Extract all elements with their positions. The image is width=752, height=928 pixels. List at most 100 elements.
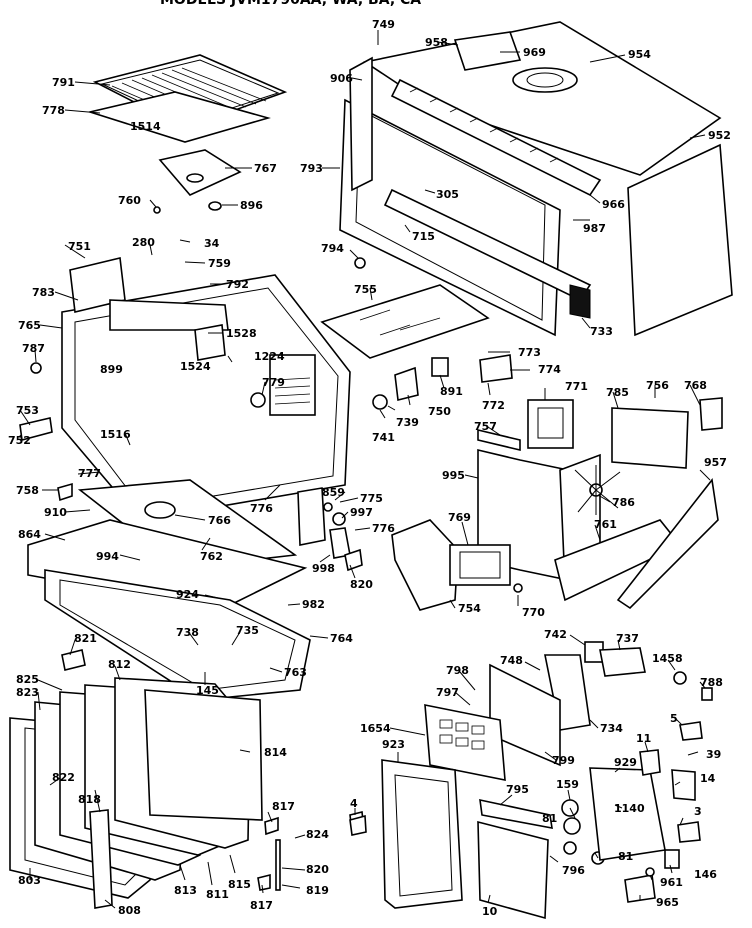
callout-798: 798	[446, 664, 469, 677]
callout-762: 762	[200, 550, 223, 563]
callout-793: 793	[300, 162, 323, 175]
callout-794: 794	[321, 242, 344, 255]
callout-305: 305	[436, 188, 459, 201]
door-group	[9, 649, 365, 909]
callout-906: 906	[330, 72, 353, 85]
callout-750: 750	[428, 405, 451, 418]
callout-755: 755	[354, 283, 377, 296]
callout-891: 891	[440, 385, 463, 398]
callout-787: 787	[22, 342, 45, 355]
callout-14: 14	[700, 772, 716, 785]
callout-820b: 820	[306, 863, 329, 876]
callout-739: 739	[396, 416, 419, 429]
callout-797: 797	[436, 686, 459, 699]
callout-5: 5	[670, 712, 678, 725]
callout-3: 3	[694, 805, 702, 818]
callout-34: 34	[204, 237, 220, 250]
callout-751: 751	[68, 240, 91, 253]
callout-923: 923	[382, 738, 405, 751]
callout-769: 769	[448, 511, 471, 524]
callout-759: 759	[208, 257, 231, 270]
callout-761: 761	[594, 518, 617, 531]
callout-1224: 1224	[254, 350, 285, 363]
header-text: MODELS JVM1790AA, WA, BA, CA	[160, 0, 421, 8]
callout-998: 998	[312, 562, 335, 575]
callout-796: 796	[562, 864, 585, 877]
callout-788: 788	[700, 676, 723, 689]
callout-775: 775	[360, 492, 383, 505]
callout-924: 924	[176, 588, 199, 601]
callout-954: 954	[628, 48, 651, 61]
callout-961: 961	[660, 876, 683, 889]
callout-labels: 791 778 1514 767 760 896 749 958 969 954…	[8, 18, 731, 918]
callout-815: 815	[228, 878, 251, 891]
callout-10: 10	[482, 905, 498, 918]
callout-1528: 1528	[226, 327, 257, 340]
callout-765: 765	[18, 319, 41, 332]
callout-1140: 1140	[614, 802, 645, 815]
callout-770: 770	[522, 606, 545, 619]
callout-859: 859	[322, 486, 345, 499]
callout-280: 280	[132, 236, 155, 249]
callout-771: 771	[565, 380, 588, 393]
callout-818: 818	[78, 793, 101, 806]
callout-997: 997	[350, 506, 373, 519]
callout-910: 910	[44, 506, 67, 519]
callout-791: 791	[52, 76, 75, 89]
callout-952: 952	[708, 129, 731, 142]
callout-824: 824	[306, 828, 329, 841]
callout-756: 756	[646, 379, 669, 392]
callout-39: 39	[706, 748, 721, 761]
callout-734: 734	[600, 722, 623, 735]
callout-764: 764	[330, 632, 353, 645]
callout-929: 929	[614, 756, 637, 769]
oven-rack-group	[86, 54, 288, 214]
callout-760: 760	[118, 194, 141, 207]
callout-957: 957	[704, 456, 727, 469]
callout-738: 738	[176, 626, 199, 639]
callout-1524: 1524	[180, 360, 211, 373]
callout-757: 757	[474, 420, 497, 433]
components-group	[323, 354, 723, 611]
callout-819: 819	[306, 884, 329, 897]
callout-1514: 1514	[130, 120, 161, 133]
outer-case-group	[320, 21, 733, 359]
callout-776b: 776	[372, 522, 395, 535]
callout-777: 777	[78, 467, 101, 480]
callout-899: 899	[100, 363, 123, 376]
callout-783: 783	[32, 286, 55, 299]
callout-753: 753	[16, 404, 39, 417]
callout-767: 767	[254, 162, 277, 175]
fan-blade	[574, 465, 621, 515]
callout-817a: 817	[272, 800, 295, 813]
callout-735: 735	[236, 624, 259, 637]
callout-81a: 81	[542, 812, 557, 825]
callout-11: 11	[636, 732, 651, 745]
callout-754: 754	[458, 602, 481, 615]
callout-773: 773	[518, 346, 541, 359]
callout-776a: 776	[250, 502, 273, 515]
callout-733: 733	[590, 325, 613, 338]
callout-799: 799	[552, 754, 575, 767]
callout-814: 814	[264, 746, 287, 759]
callout-766: 766	[208, 514, 231, 527]
callout-994: 994	[96, 550, 119, 563]
callout-965: 965	[656, 896, 679, 909]
callout-81b: 81	[618, 850, 633, 863]
callout-752: 752	[8, 434, 31, 447]
callout-811: 811	[206, 888, 229, 901]
callout-1654: 1654	[360, 722, 391, 735]
callout-821: 821	[74, 632, 97, 645]
callout-778: 778	[42, 104, 65, 117]
callout-1516: 1516	[100, 428, 131, 441]
callout-813: 813	[174, 884, 197, 897]
callout-822: 822	[52, 771, 75, 784]
callout-779: 779	[262, 376, 285, 389]
callout-1458: 1458	[652, 652, 683, 665]
callout-785: 785	[606, 386, 629, 399]
callout-803: 803	[18, 874, 41, 887]
callout-715: 715	[412, 230, 435, 243]
callout-758: 758	[16, 484, 39, 497]
callout-742: 742	[544, 628, 567, 641]
